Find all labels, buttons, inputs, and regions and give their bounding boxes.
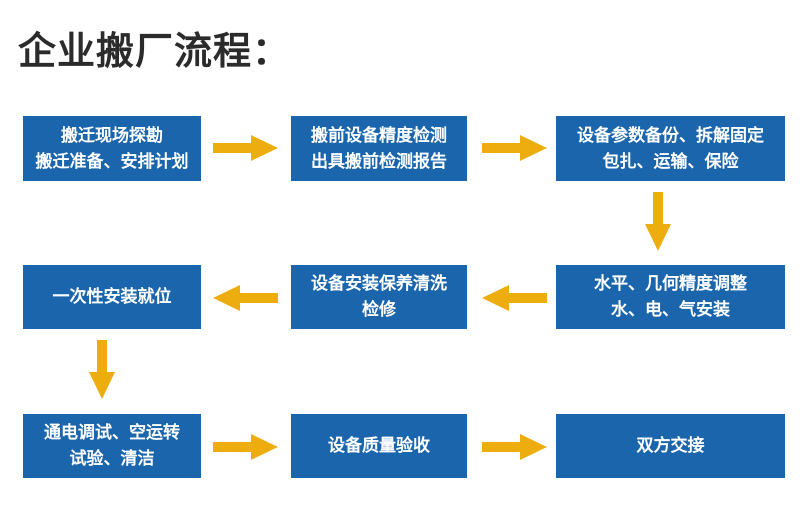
arrow-left-5-6-icon — [213, 285, 278, 311]
arrow-shaft — [482, 143, 520, 153]
arrow-shaft — [213, 442, 251, 452]
page-title: 企业搬厂流程： — [18, 31, 292, 73]
step-box-7: 通电调试、空运转 试验、清洁 — [23, 414, 201, 478]
step-box-9: 双方交接 — [556, 414, 785, 478]
step-line: 双方交接 — [636, 436, 705, 455]
step-box-4: 水平、几何精度调整 水、电、气安装 — [556, 265, 785, 329]
arrow-right-7-8-icon — [213, 434, 278, 460]
arrow-head — [213, 285, 240, 311]
step-line: 水平、几何精度调整 — [594, 274, 747, 293]
step-line: 搬前设备精度检测 — [311, 125, 447, 145]
arrow-head — [251, 434, 278, 460]
step-box-3: 设备参数备份、拆解固定 包扎、运输、保险 — [556, 116, 785, 181]
arrow-shaft — [213, 143, 251, 153]
arrow-left-4-5-icon — [482, 285, 547, 311]
step-box-6: 一次性安装就位 — [23, 265, 201, 329]
arrow-shaft — [653, 192, 663, 224]
step-line: 搬迁现场探勘 — [61, 125, 163, 145]
step-line: 通电调试、空运转 — [44, 423, 180, 442]
arrow-right-1-2-icon — [213, 135, 278, 161]
arrow-right-2-3-icon — [482, 135, 547, 161]
arrow-head — [645, 224, 671, 251]
step-line: 试验、清洁 — [69, 449, 155, 468]
step-box-8: 设备质量验收 — [291, 414, 467, 478]
step-line: 水、电、气安装 — [611, 300, 730, 319]
arrow-head — [482, 285, 509, 311]
step-line: 一次性安装就位 — [52, 287, 172, 306]
step-box-5: 设备安装保养清洗 检修 — [291, 265, 467, 329]
step-line: 设备质量验收 — [328, 436, 430, 455]
step-line: 包扎、运输、保险 — [602, 151, 739, 171]
arrow-head — [251, 135, 278, 161]
arrow-right-8-9-icon — [482, 434, 547, 460]
step-line: 搬迁准备、安排计划 — [35, 151, 189, 171]
arrow-head — [520, 434, 547, 460]
arrow-head — [520, 135, 547, 161]
arrow-shaft — [482, 442, 520, 452]
arrow-head — [89, 372, 115, 399]
step-box-1: 搬迁现场探勘 搬迁准备、安排计划 — [23, 116, 201, 181]
arrow-down-6-7-icon — [89, 340, 115, 399]
step-line: 设备安装保养清洗 — [311, 274, 447, 293]
step-box-2: 搬前设备精度检测 出具搬前检测报告 — [291, 116, 467, 181]
arrow-shaft — [240, 293, 278, 303]
step-line: 出具搬前检测报告 — [311, 151, 447, 171]
step-line: 设备参数备份、拆解固定 — [577, 125, 764, 145]
step-line: 检修 — [362, 300, 396, 319]
arrow-down-3-4-icon — [645, 192, 671, 251]
arrow-shaft — [97, 340, 107, 372]
arrow-shaft — [509, 293, 547, 303]
